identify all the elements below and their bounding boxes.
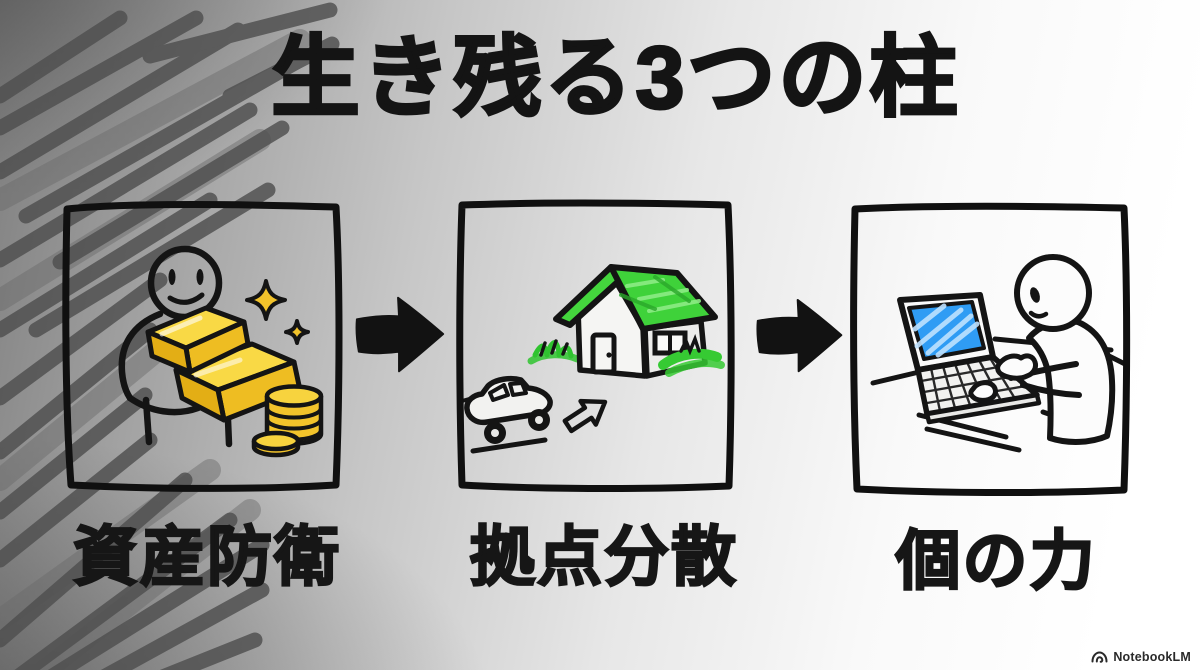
illustration-base-dispersion — [456, 199, 735, 493]
pillar-label-base-dispersion: 拠点分散 — [469, 519, 739, 594]
illustration-asset-protection — [62, 201, 343, 492]
right-arrow-icon — [756, 299, 843, 373]
panel-border — [456, 199, 735, 493]
watermark-label: NotebookLM — [1113, 650, 1191, 664]
sparkle-icon — [245, 279, 310, 345]
notebooklm-logo-icon — [1091, 651, 1108, 663]
panel-border — [62, 201, 343, 492]
page-title: 生き残る3つの柱 — [270, 28, 961, 128]
panel-border — [850, 202, 1131, 497]
right-arrow-icon — [355, 296, 445, 373]
pillar-label-asset-protection: 資産防衛 — [72, 519, 342, 594]
illustration-individual-power — [850, 202, 1131, 497]
watermark: NotebookLM — [1090, 650, 1191, 664]
move-arrow-icon — [562, 398, 608, 434]
pillar-label-individual-power: 個の力 — [894, 523, 1097, 598]
